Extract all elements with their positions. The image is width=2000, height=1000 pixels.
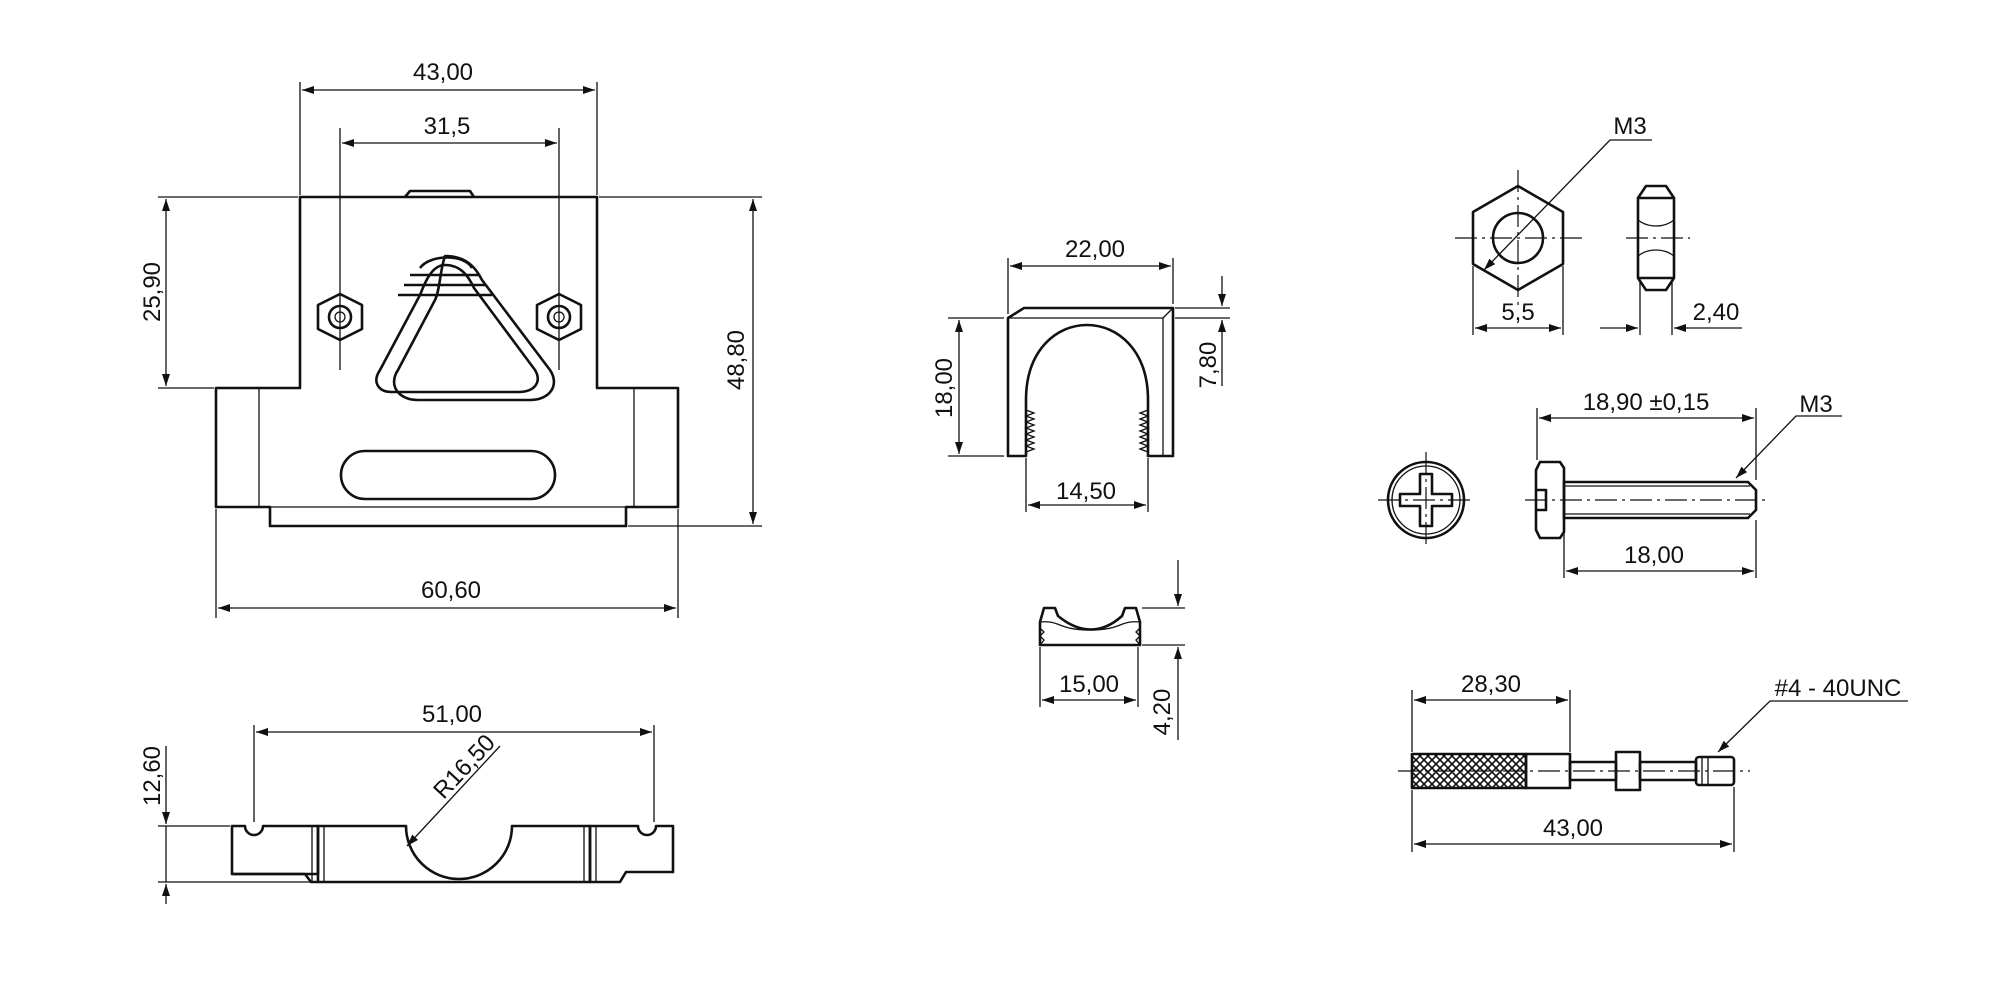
hood-side-outline [230,824,320,876]
dim-screw-thread-length-label: 18,00 [1624,542,1684,569]
dim-hood-top-width: 43,00 [299,59,598,195]
dim-clamp-width-label: 22,00 [1065,236,1125,263]
saddle-outline [1038,606,1142,647]
dim-jackscrew-total-length: 43,00 [1411,787,1735,852]
cable-clamp-left-teeth [1024,409,1036,453]
dim-clamp-opening-label: 14,50 [1056,478,1116,505]
dim-saddle-width-label: 15,00 [1059,671,1119,698]
dim-nut-thread: M3 [1483,113,1652,271]
dim-nut-thread-label: M3 [1613,113,1646,140]
cable-clamp-outline [1006,306,1175,458]
dim-clamp-top-thickness-label: 7,80 [1195,342,1222,389]
dim-hood-upper-height-label: 25,90 [139,262,166,322]
dim-hood-screw-pitch-label: 31,5 [424,113,471,140]
dim-saddle-width: 15,00 [1039,647,1139,707]
dim-saddle-height: 4,20 [1142,560,1185,740]
dim-screw-length: 18,90 ±0,15 [1536,389,1757,480]
dim-jackscrew-knurl-length: 28,30 [1411,671,1571,752]
dim-hood-side-radius: R16,50 [406,729,501,847]
nut-view: M3 5,5 2,40 [1455,113,1742,335]
jackscrew-view: 28,30 #4 - 40UNC 43,00 [1398,671,1908,852]
screw-view: 18,90 ±0,15 M3 18,00 [1378,389,1842,578]
hood-outline [214,195,680,528]
hood-cable-slot [339,449,557,501]
dim-clamp-height: 18,00 [931,317,1004,457]
dim-hood-total-height-label: 48,80 [723,330,750,390]
dim-screw-thread-length: 18,00 [1563,520,1757,578]
dim-clamp-opening: 14,50 [1025,458,1149,512]
dim-hood-upper-height: 25,90 [139,196,298,389]
dim-jackscrew-total-length-label: 43,00 [1543,815,1603,842]
dim-clamp-top-thickness: 7,80 [1175,276,1230,388]
dim-nut-width: 5,5 [1472,266,1564,335]
hood-side-view: 51,00 R16,50 12,60 [139,701,675,904]
screw-side [1525,460,1770,540]
dim-hood-side-length-label: 51,00 [422,701,482,728]
dim-jackscrew-knurl-length-label: 28,30 [1461,671,1521,698]
dim-hood-top-width-label: 43,00 [413,59,473,86]
dim-screw-length-label: 18,90 ±0,15 [1583,389,1710,416]
dim-hood-side-radius-label: R16,50 [428,729,501,804]
dim-hood-flange-width: 60,60 [215,509,679,618]
dim-nut-width-label: 5,5 [1501,299,1534,326]
dim-nut-thickness-label: 2,40 [1693,299,1740,326]
cable-clamp-view: 22,00 18,00 7,80 14,50 [931,236,1230,512]
dim-hood-side-height-label: 12,60 [139,746,166,806]
hood-strain-relief [375,254,556,402]
nut-side [1626,184,1690,292]
dim-nut-thickness: 2,40 [1600,280,1742,335]
dim-hood-total-height: 48,80 [599,196,762,527]
dim-hood-side-length: 51,00 [253,701,655,822]
dim-jackscrew-thread-label: #4 - 40UNC [1775,675,1902,702]
dim-screw-thread-label: M3 [1799,391,1832,418]
nut-front [1455,170,1582,306]
saddle-view: 15,00 4,20 [1038,560,1185,740]
hood-front-view: 43,00 31,5 25,90 48,80 60,60 [139,59,762,618]
dim-jackscrew-thread: #4 - 40UNC [1717,675,1908,753]
dim-hood-screw-pitch: 31,5 [339,113,560,370]
dim-clamp-height-label: 18,00 [931,358,958,418]
hood-top-tab [404,189,476,198]
dim-hood-flange-width-label: 60,60 [421,577,481,604]
dim-screw-thread: M3 [1735,391,1842,479]
dim-saddle-height-label: 4,20 [1149,689,1176,736]
dim-clamp-width: 22,00 [1007,236,1174,314]
dim-hood-side-height: 12,60 [139,746,310,904]
screw-head-front [1378,452,1474,548]
cable-clamp-right-teeth [1138,409,1150,453]
